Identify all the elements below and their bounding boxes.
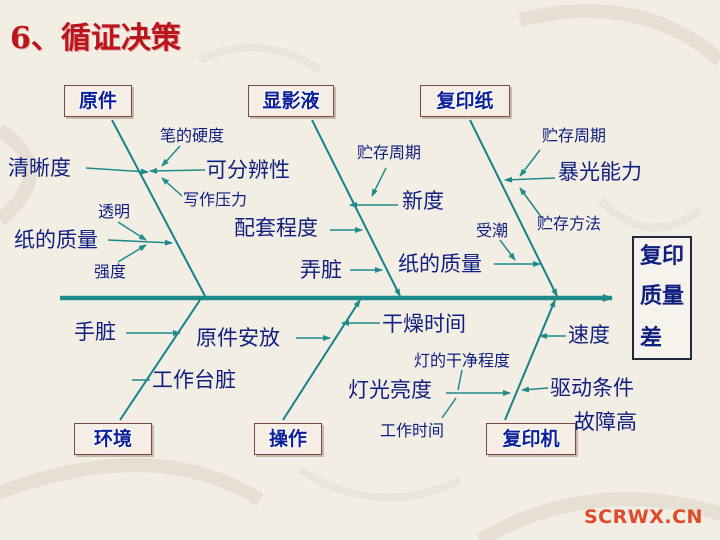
effect-line-2: 质量	[640, 284, 685, 309]
effect-line-1: 复印	[640, 244, 685, 269]
category-label-xianyingye: 显影液	[262, 89, 320, 112]
cause-zhucunfangfa: 贮存方法	[537, 214, 602, 233]
cause-zhucunzhouqi-2: 贮存周期	[542, 126, 607, 145]
category-label-huanjing: 环境	[93, 427, 132, 450]
branch-xianyingye	[311, 119, 401, 297]
cause-qingxidu: 清晰度	[8, 156, 71, 180]
category-box-xianyingye: 显影液	[248, 85, 334, 117]
arrow-touming	[117, 221, 147, 241]
cause-qudongtiaojian: 驱动条件	[550, 376, 634, 400]
category-label-yuanjian: 原件	[78, 89, 117, 112]
arrow-zhucunzhouqi-1	[371, 167, 387, 197]
branch-fuyinji	[504, 299, 556, 421]
arrow-shouchao	[499, 239, 516, 261]
category-box-fuyinji: 复印机	[486, 423, 576, 455]
site-logo: SCRWX.CN	[584, 506, 703, 528]
category-label-fuyinji: 复印机	[502, 427, 560, 450]
branch-caozuo	[282, 299, 361, 421]
cause-gongzuotaizang: 工作台脏	[152, 368, 236, 392]
category-box-yuanjian: 原件	[64, 85, 132, 117]
branch-yuanjian	[111, 119, 206, 297]
arrow-kefenbianxing	[149, 167, 206, 174]
cause-nongzang: 弄脏	[300, 258, 342, 282]
cause-xindu: 新度	[402, 189, 444, 213]
cause-xiezuoyali: 写作压力	[183, 190, 248, 209]
arrow-zhucunzhouqi-2	[519, 149, 541, 177]
cause-zhucunzhouqi-1: 贮存周期	[357, 143, 422, 162]
arrow-qiangdu	[117, 244, 147, 263]
arrow-zhucunfangfa	[519, 187, 543, 219]
cause-ganzaoshijian: 干燥时间	[382, 312, 466, 336]
arrow-xiezuoyali	[161, 177, 183, 197]
cause-yuanjiananfang: 原件安放	[196, 326, 280, 350]
cause-qiangdu: 强度	[94, 262, 127, 281]
cause-baoguangnengli: 暴光能力	[558, 160, 642, 184]
cause-shouchao: 受潮	[476, 221, 509, 240]
arrow-gongzuoshijian	[441, 397, 457, 419]
cause-bidingyingdu: 笔的硬度	[160, 126, 225, 145]
arrow-baoguangnengli	[504, 176, 556, 183]
effect-box: 复印 质量 差	[632, 236, 692, 360]
category-box-huanjing: 环境	[74, 423, 152, 455]
cause-sudu: 速度	[568, 323, 610, 347]
arrow-bidingyingdu	[161, 145, 181, 167]
page-title: 6、循证决策	[10, 21, 181, 56]
branch-fuyinzhi	[469, 119, 558, 297]
cause-peitaochengdu: 配套程度	[234, 216, 318, 240]
arrow-qingxidu	[85, 167, 149, 175]
cause-dengguangliangdu: 灯光亮度	[348, 378, 432, 402]
arrow-zhidezhiliang-1	[107, 239, 173, 246]
category-box-caozuo: 操作	[254, 423, 322, 455]
cause-shouzang: 手脏	[74, 320, 116, 344]
category-box-fuyinzhi: 复印纸	[420, 85, 510, 117]
category-label-fuyinzhi: 复印纸	[436, 89, 494, 112]
cause-gongzuoshijian: 工作时间	[380, 421, 445, 440]
category-label-caozuo: 操作	[268, 427, 307, 450]
cause-zhidezhiliang-1: 纸的质量	[14, 228, 98, 252]
arrow-dengdeganjingchengdu	[457, 369, 463, 391]
cause-guzhanggao: 故障高	[574, 410, 637, 434]
branch-huanjing	[119, 299, 201, 421]
effect-line-3: 差	[640, 326, 663, 351]
cause-kefenbianxing: 可分辨性	[206, 158, 290, 182]
cause-dengdeganjingchengdu: 灯的干净程度	[414, 351, 511, 370]
arrow-qudongtiaojian	[521, 386, 549, 393]
cause-zhidezhiliang-2: 纸的质量	[398, 252, 482, 276]
cause-touming: 透明	[98, 202, 131, 221]
